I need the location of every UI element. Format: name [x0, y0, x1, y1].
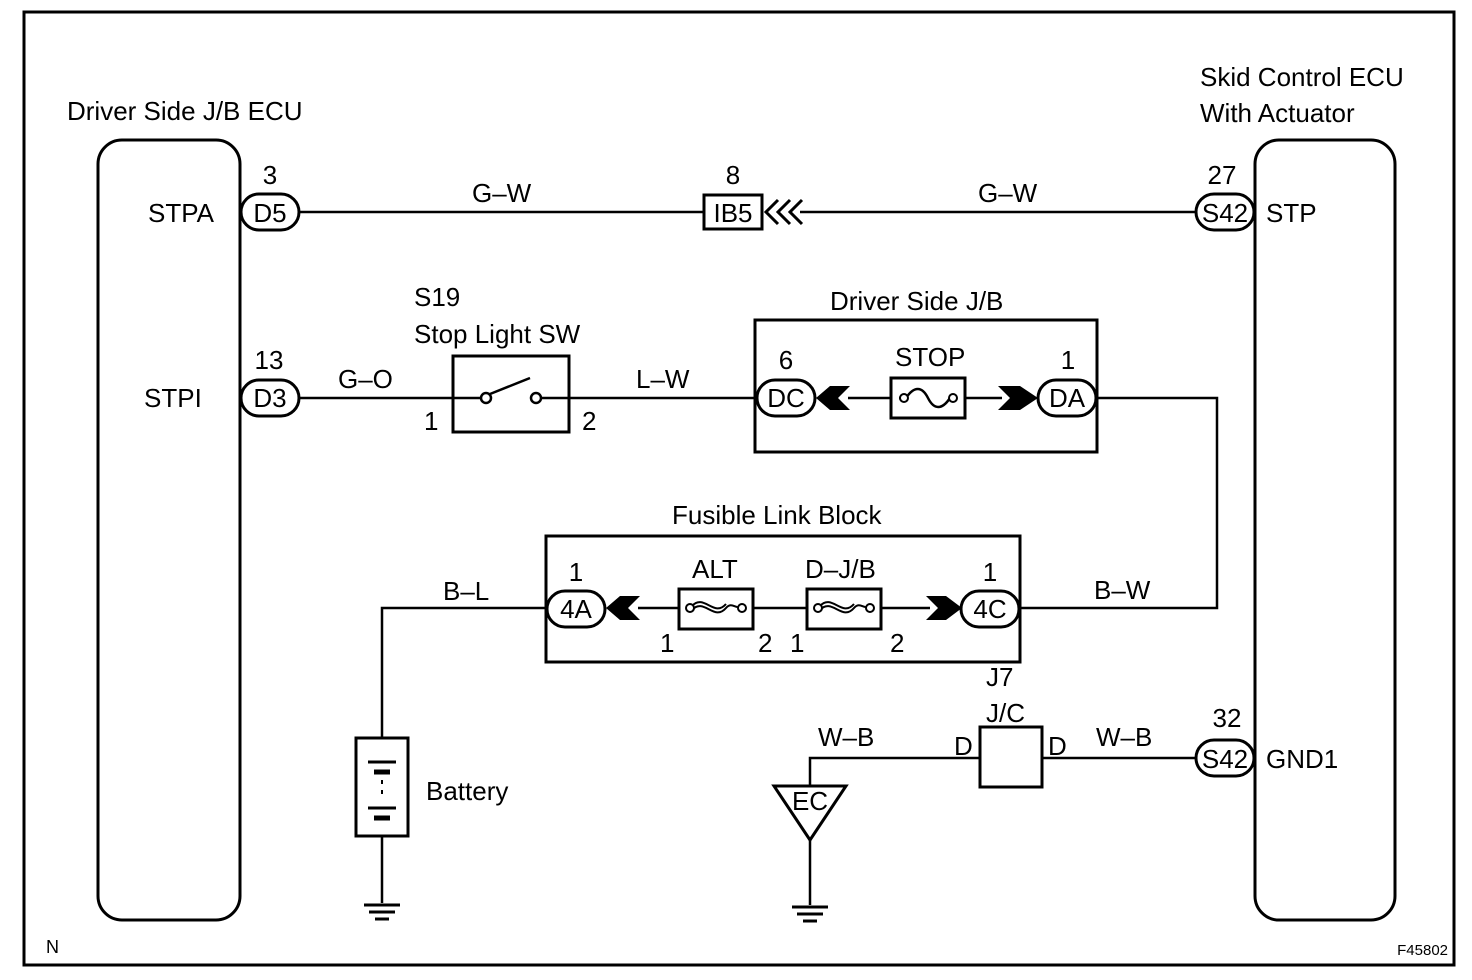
battery-symbol: [354, 736, 410, 838]
fusible-link-block-box: [544, 534, 1022, 664]
alt-fusible-link-element: [691, 601, 741, 614]
skid-control-ecu-body: [1253, 138, 1397, 922]
alt-fuse-label: ALT: [692, 554, 738, 584]
stop-fuse-label: STOP: [895, 342, 965, 372]
chevron-arrows-icon: [763, 198, 804, 226]
wire-wb-left-label: W–B: [818, 722, 874, 752]
junction-connector-pin-left: D: [954, 731, 973, 761]
alt-fuse-pin-in: 1: [660, 628, 674, 658]
stop-light-sw-pin-in: 1: [424, 406, 438, 436]
pin-stpi-label: STPI: [144, 383, 202, 413]
connector-da-label: DA: [1049, 383, 1086, 413]
connector-dc-pin: 6: [779, 345, 793, 375]
junction-connector-code: J7: [986, 662, 1013, 692]
connector-4a-pin: 1: [569, 557, 583, 587]
connector-s42-top-label: S42: [1202, 198, 1248, 228]
corner-mark: N: [46, 937, 59, 957]
ground-point-ec-label: EC: [792, 786, 828, 816]
connector-d5-pin: 3: [263, 160, 277, 190]
djb-fusible-link-terminal-right: [865, 603, 875, 613]
connector-d5-label: D5: [253, 198, 286, 228]
connector-dc-label: DC: [767, 383, 805, 413]
connector-s42-top: [1194, 192, 1256, 232]
connector-4a-arrow-icon: [606, 596, 640, 620]
junction-connector-name: J/C: [986, 698, 1025, 728]
wire-gw-left-label: G–W: [472, 178, 532, 208]
alt-fusible-link-terminal-right: [737, 603, 747, 613]
alt-fusible-link-terminal-left: [685, 603, 695, 613]
switch-blade: [489, 376, 531, 396]
wire-bl-label: B–L: [443, 576, 489, 606]
connector-d3: [239, 378, 301, 418]
connector-d5: [239, 192, 301, 232]
stop-light-sw-code: S19: [414, 282, 460, 312]
stop-light-sw-pin-out: 2: [582, 406, 596, 436]
connector-s42-top-pin: 27: [1208, 160, 1237, 190]
connector-4c-arrow-icon: [926, 596, 962, 620]
connector-da-arrow-icon: [998, 386, 1038, 410]
connector-d3-label: D3: [253, 383, 286, 413]
connector-4c-pin: 1: [983, 557, 997, 587]
djb-fuse-pin-out: 2: [890, 628, 904, 658]
stop-fuse-terminal-right: [948, 393, 958, 403]
wire-lw-label: L–W: [636, 364, 690, 394]
diagram-frame: [22, 10, 1456, 967]
switch-contact-left: [479, 391, 493, 405]
wire-bl: [380, 606, 547, 738]
alt-fuse-pin-out: 2: [758, 628, 772, 658]
driver-jb-title: Driver Side J/B: [830, 286, 1003, 316]
driver-side-jb-box: [753, 318, 1099, 454]
connector-s42-bottom-label: S42: [1202, 744, 1248, 774]
connector-ib5-pin: 8: [726, 160, 740, 190]
wire-bw: [1020, 396, 1219, 610]
connector-4c-label: 4C: [973, 594, 1006, 624]
connector-ib5-label: IB5: [713, 198, 752, 228]
djb-fusible-link-element: [819, 601, 869, 614]
battery-label: Battery: [426, 776, 508, 806]
pin-gnd1-label: GND1: [1266, 744, 1338, 774]
connector-dc: [755, 378, 817, 418]
stop-light-sw-name: Stop Light SW: [414, 319, 581, 349]
connector-dc-arrow-icon: [816, 386, 850, 410]
connector-da-pin: 1: [1061, 345, 1075, 375]
skid-control-ecu-title-line1: Skid Control ECU: [1200, 62, 1404, 92]
wire-wb-left: [808, 756, 980, 786]
connector-4c: [959, 589, 1021, 629]
switch-contact-right: [529, 391, 543, 405]
connector-4a-label: 4A: [560, 594, 592, 624]
junction-connector-jc: [978, 725, 1044, 789]
fusible-link-block-title: Fusible Link Block: [672, 500, 883, 530]
connector-ib5: [702, 193, 764, 231]
driver-side-jb-ecu-body: [96, 138, 242, 922]
ec-ground-icon: [792, 905, 828, 923]
connector-s42-bottom-pin: 32: [1213, 703, 1242, 733]
wire-bw-label: B–W: [1094, 575, 1151, 605]
driver-side-jb-ecu-title: Driver Side J/B ECU: [67, 96, 303, 126]
wire-go-label: G–O: [338, 364, 393, 394]
junction-connector-pin-right: D: [1048, 731, 1067, 761]
skid-control-ecu-title-line2: With Actuator: [1200, 98, 1355, 128]
ground-point-ec: [771, 784, 849, 843]
wire-wb-right-label: W–B: [1096, 722, 1152, 752]
stop-fuse-terminal-left: [899, 393, 909, 403]
djb-fuse-label: D–J/B: [805, 554, 876, 584]
battery-ground-icon: [364, 903, 400, 921]
wire-gw-right-label: G–W: [978, 178, 1038, 208]
djb-fusible-link-terminal-left: [813, 603, 823, 613]
connector-d3-pin: 13: [255, 345, 284, 375]
connector-s42-bottom: [1194, 738, 1256, 778]
figure-id: F45802: [1397, 942, 1448, 959]
stop-light-switch: [451, 354, 571, 434]
pin-stpa-label: STPA: [148, 198, 215, 228]
djb-fuse-pin-in: 1: [790, 628, 804, 658]
pin-stp-label: STP: [1266, 198, 1317, 228]
